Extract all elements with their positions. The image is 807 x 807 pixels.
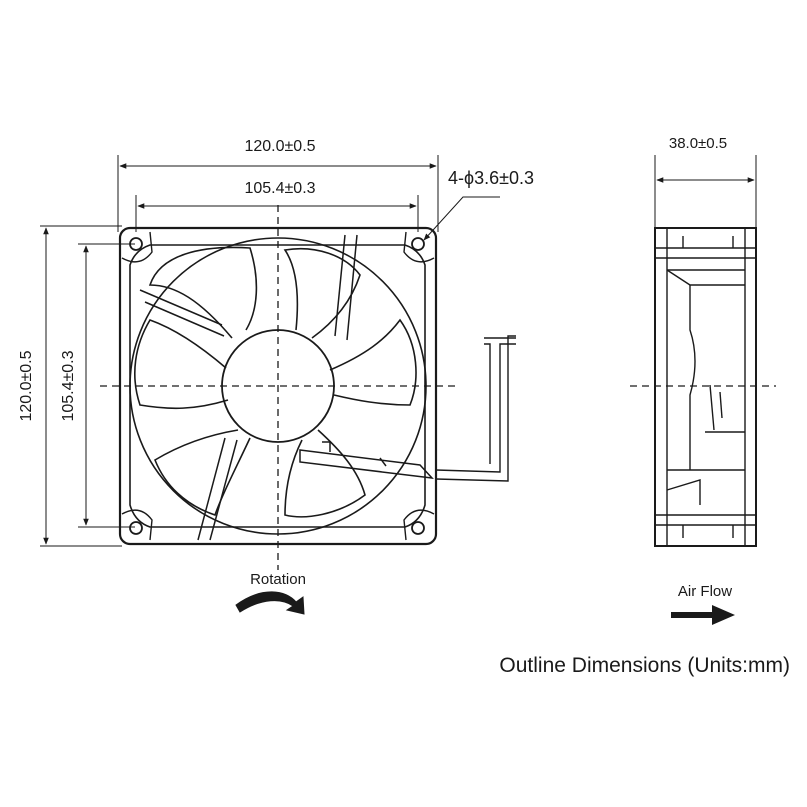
cable-strut [299, 441, 434, 479]
mounting-hole-icon [411, 237, 425, 251]
rotation-label: Rotation [250, 571, 306, 588]
mounting-holes [121, 231, 435, 541]
width-holes-label: 105.4±0.3 [244, 180, 315, 197]
front-view: 120.0±0.5 105.4±0.3 120.0±0.5 105.4±0.3 … [18, 138, 534, 570]
mounting-hole-icon [411, 521, 425, 535]
support-struts [139, 234, 358, 541]
depth-label: 38.0±0.5 [669, 135, 727, 152]
height-outer-label: 120.0±0.5 [18, 350, 35, 421]
mounting-hole-icon [129, 521, 143, 535]
caption: Outline Dimensions (Units:mm) [499, 654, 790, 677]
hole-spec-label: 4-ϕ3.6±0.3 [448, 168, 534, 188]
hole-spec-leader [423, 196, 500, 241]
air-flow-indicator: Air Flow [671, 583, 735, 625]
side-view: 38.0±0.5 [630, 135, 776, 547]
side-frame [654, 227, 757, 547]
height-holes-label: 105.4±0.3 [60, 350, 77, 421]
curved-arrow-icon [235, 591, 305, 615]
rotation-indicator: Rotation [235, 571, 306, 615]
impeller-blades [134, 246, 417, 518]
air-flow-label: Air Flow [678, 583, 732, 600]
right-arrow-icon [671, 605, 735, 625]
lead-wires [435, 335, 516, 482]
mounting-hole-icon [129, 237, 143, 251]
width-outer-label: 120.0±0.5 [244, 138, 315, 155]
